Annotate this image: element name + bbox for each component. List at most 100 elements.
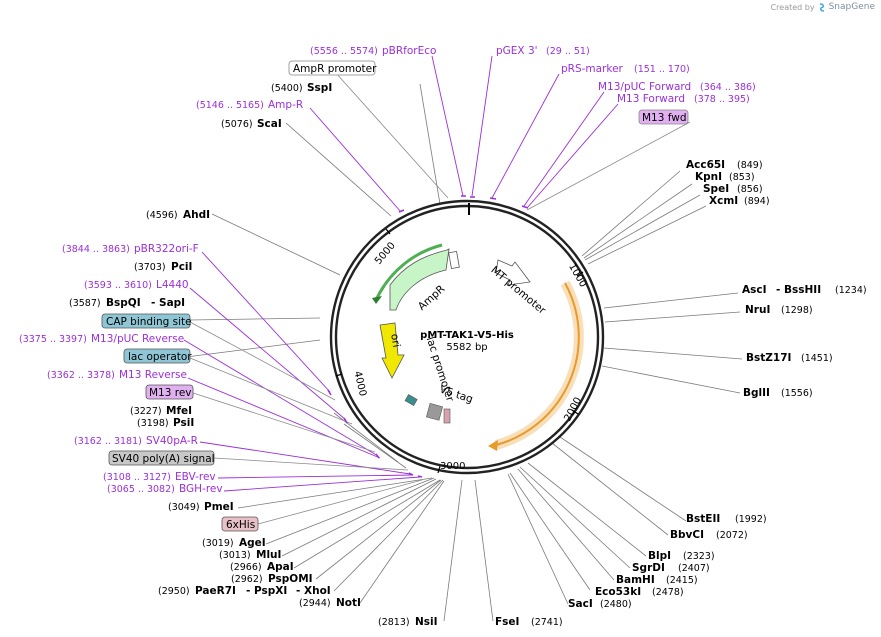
primer-pos-sv40pa-r: (3162 .. 3181) [74, 436, 142, 447]
enzyme-name-kpni: KpnI [695, 171, 722, 183]
tick-label-4000: 4000 [351, 370, 367, 397]
enzyme-name-nsii: NsiI [415, 616, 438, 628]
right-labels: Acc65I (849) KpnI (853) SpeI (856) XcmI … [378, 159, 867, 628]
primer-name-pbrforeco: pBRforEco [382, 45, 436, 57]
enzyme-extra-bsshii: - BssHII [776, 284, 821, 296]
primer-name-sv40pa-r: SV40pA-R [146, 435, 198, 447]
enzyme-name-saci: SacI [568, 598, 593, 610]
right-enzyme-connectors [443, 170, 743, 622]
primer-connectors [183, 55, 619, 492]
left-labels-5: (3108 .. 3127) EBV-rev (3065 .. 3082) BG… [103, 471, 234, 513]
his-tag: 6xHis [221, 516, 259, 532]
ampr-arrow [389, 248, 450, 311]
cap-binding-site-text: CAP binding site [106, 316, 192, 328]
lac-operator-block [404, 394, 418, 407]
top-primer-labels: (5556 .. 5574) pBRforEco pGEX 3' (29 .. … [310, 45, 756, 105]
left-labels-4: (3227) MfeI (3198) PsiI (3162 .. 3181) S… [74, 405, 198, 447]
feature-connectors [189, 71, 691, 525]
enzyme-pos-spei: (856) [737, 184, 763, 195]
enzyme-pos-bsteii: (1992) [735, 514, 767, 525]
ampr-promoter-tag: AmpR promoter [288, 60, 377, 76]
enzyme-pos-paer7i: (2950) [158, 586, 190, 597]
enzyme-pos-saci: (2480) [600, 599, 632, 610]
enzyme-extra-xhoi: - XhoI [296, 585, 331, 597]
primer-pos-prs-marker: (151 .. 170) [634, 64, 690, 75]
enzyme-pos-bspqi: (3587) [69, 298, 101, 309]
left-labels-2: (3375 .. 3397) M13/pUC Reverse [19, 333, 184, 345]
left-labels-3: (3362 .. 3378) M13 Reverse [47, 369, 187, 381]
enzyme-name-bbvci: BbvCI [670, 529, 704, 541]
enzyme-name-asci: AscI [742, 284, 767, 296]
lac-operator-tag: lac operator [123, 348, 192, 364]
left-enzyme-connectors [185, 83, 445, 604]
enzyme-pos-fsei: (2741) [531, 617, 563, 628]
enzyme-pos-noti: (2944) [299, 598, 331, 609]
m13-rev-text: M13 rev [149, 387, 192, 399]
enzyme-name-sspi: SspI [307, 82, 332, 94]
enzyme-name-sgrdi: SgrDI [632, 562, 665, 574]
primer-name-pgex3: pGEX 3' [496, 45, 538, 57]
enzyme-name-bspqi: BspQI [106, 297, 141, 309]
enzyme-name-bsteii: BstEII [686, 513, 720, 525]
enzyme-pos-sspi: (5400) [271, 83, 303, 94]
primer-name-m13-forward: M13 Forward [617, 93, 685, 105]
green-arc [375, 243, 443, 299]
enzyme-extra-pspxi: - PspXI [246, 585, 287, 597]
primer-pos-m13-forward: (378 .. 395) [694, 94, 750, 105]
primer-pos-m13puc-forward: (364 .. 386) [700, 82, 756, 93]
enzyme-pos-apai: (2966) [230, 562, 262, 573]
enzyme-pos-agei: (3019) [202, 538, 234, 549]
enzyme-pos-mfei: (3227) [130, 406, 162, 417]
primer-pos-pbr322ori-f: (3844 .. 3863) [62, 244, 130, 255]
enzyme-pos-scai: (5076) [221, 119, 253, 130]
enzyme-name-psii: PsiI [173, 417, 194, 429]
enzyme-pos-ahdi: (4596) [146, 210, 178, 221]
sv40-polya-text: SV40 poly(A) signal [112, 453, 215, 465]
enzyme-pos-mlui: (3013) [219, 550, 251, 561]
v5-tag-block [426, 403, 443, 421]
enzyme-name-spei: SpeI [703, 183, 729, 195]
sv40-polya-tag: SV40 poly(A) signal [108, 450, 215, 466]
enzyme-pos-eco53ki: (2478) [652, 587, 684, 598]
primer-pos-ebv-rev: (3108 .. 3127) [103, 472, 171, 483]
enzyme-name-apai: ApaI [267, 561, 294, 573]
primer-pos-pgex3: (29 .. 51) [546, 46, 590, 57]
enzyme-pos-blpi: (2323) [683, 551, 715, 562]
enzyme-name-nrui: NruI [745, 304, 770, 316]
primer-pos-amp-r: (5146 .. 5165) [196, 100, 264, 111]
his-tag-text: 6xHis [226, 519, 255, 531]
enzyme-name-pspomi: PspOMI [268, 573, 313, 585]
credit-brand: SnapGene [828, 2, 875, 12]
enzyme-name-ahdi: AhdI [183, 209, 210, 221]
snapgene-logo-icon [819, 2, 824, 12]
enzyme-pos-sgrdi: (2407) [678, 563, 710, 574]
gene-arrow-head [488, 440, 498, 451]
m13-fwd-text: M13 fwd [642, 112, 687, 124]
backbone [329, 199, 605, 475]
primer-marks [327, 195, 529, 478]
enzyme-name-noti: NotI [336, 597, 361, 609]
enzyme-name-agei: AgeI [239, 537, 266, 549]
enzyme-pos-kpni: (853) [729, 172, 755, 183]
enzyme-name-xcmi: XcmI [709, 195, 738, 207]
enzyme-name-bstz17i: BstZ17I [746, 352, 791, 364]
enzyme-pos-bglii: (1556) [781, 388, 813, 399]
enzyme-pos-acc65i: (849) [737, 160, 763, 171]
gene-arc-line [495, 282, 580, 446]
primer-name-prs-marker: pRS-marker [561, 63, 624, 75]
enzyme-pos-asci: (1234) [835, 285, 867, 296]
enzyme-pos-bstz17i: (1451) [801, 353, 833, 364]
enzyme-pos-bbvci: (2072) [716, 530, 748, 541]
lac-operator-text: lac operator [128, 351, 192, 363]
enzyme-name-scai: ScaI [257, 118, 282, 130]
primer-pos-l4440: (3593 .. 3610) [84, 280, 152, 291]
ampr-promoter-text: AmpR promoter [293, 63, 377, 75]
enzyme-name-mfei: MfeI [166, 405, 192, 417]
enzyme-pos-pmei: (3049) [168, 502, 200, 513]
primer-pos-pbrforeco: (5556 .. 5574) [310, 46, 378, 57]
enzyme-name-blpi: BlpI [648, 550, 671, 562]
v5-tag-label: V5 tag [438, 384, 474, 406]
enzyme-name-bglii: BglII [743, 387, 770, 399]
enzyme-name-eco53ki: Eco53kI [595, 586, 641, 598]
